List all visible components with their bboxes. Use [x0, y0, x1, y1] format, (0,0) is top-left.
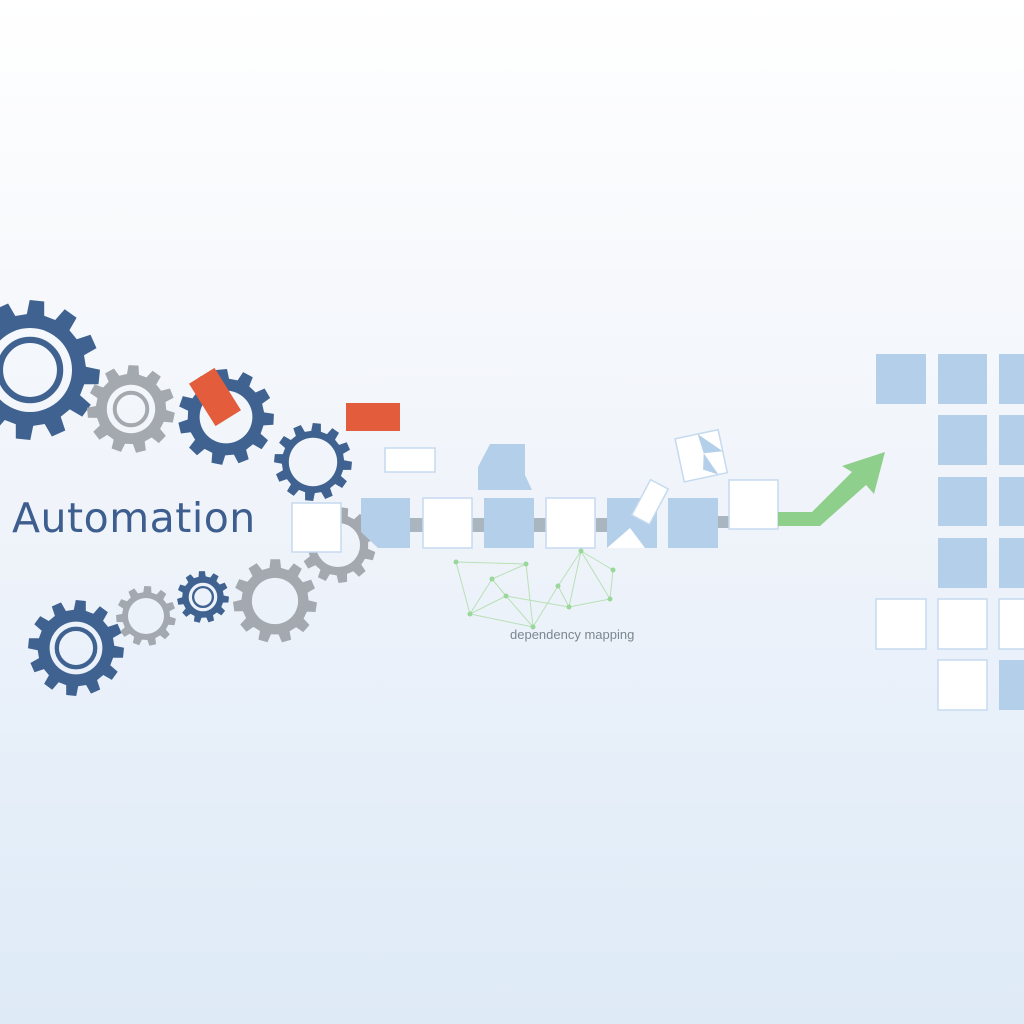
- pipeline: [291, 428, 779, 553]
- gear-icon: [116, 586, 176, 646]
- pipeline-block: [545, 497, 596, 549]
- red-accent-block: [189, 367, 241, 427]
- gear-icon: [233, 559, 317, 643]
- floating-block: [384, 447, 436, 473]
- pipeline-block: [361, 498, 410, 548]
- folded-block: [478, 444, 532, 490]
- gears-cluster: [0, 300, 376, 696]
- gear-icon: [177, 571, 229, 623]
- growth-arrow-icon: [778, 452, 885, 526]
- pipeline-block: [422, 497, 473, 549]
- pipeline-block: [728, 479, 779, 530]
- gear-icon: [87, 365, 175, 453]
- gear-icon: [0, 300, 100, 440]
- pipeline-block: [291, 502, 342, 553]
- pipeline-connectors: [410, 516, 730, 532]
- gear-icon: [274, 423, 352, 501]
- pipeline-block: [484, 498, 534, 548]
- pipeline-block: [668, 498, 718, 548]
- gear-icon: [28, 600, 124, 696]
- dependency-mapping-caption: dependency mapping: [510, 627, 635, 642]
- red-accent-block: [346, 403, 400, 431]
- module-grid: [875, 354, 1024, 711]
- automation-title: Automation: [12, 494, 256, 542]
- network-graph-icon: [453, 548, 616, 630]
